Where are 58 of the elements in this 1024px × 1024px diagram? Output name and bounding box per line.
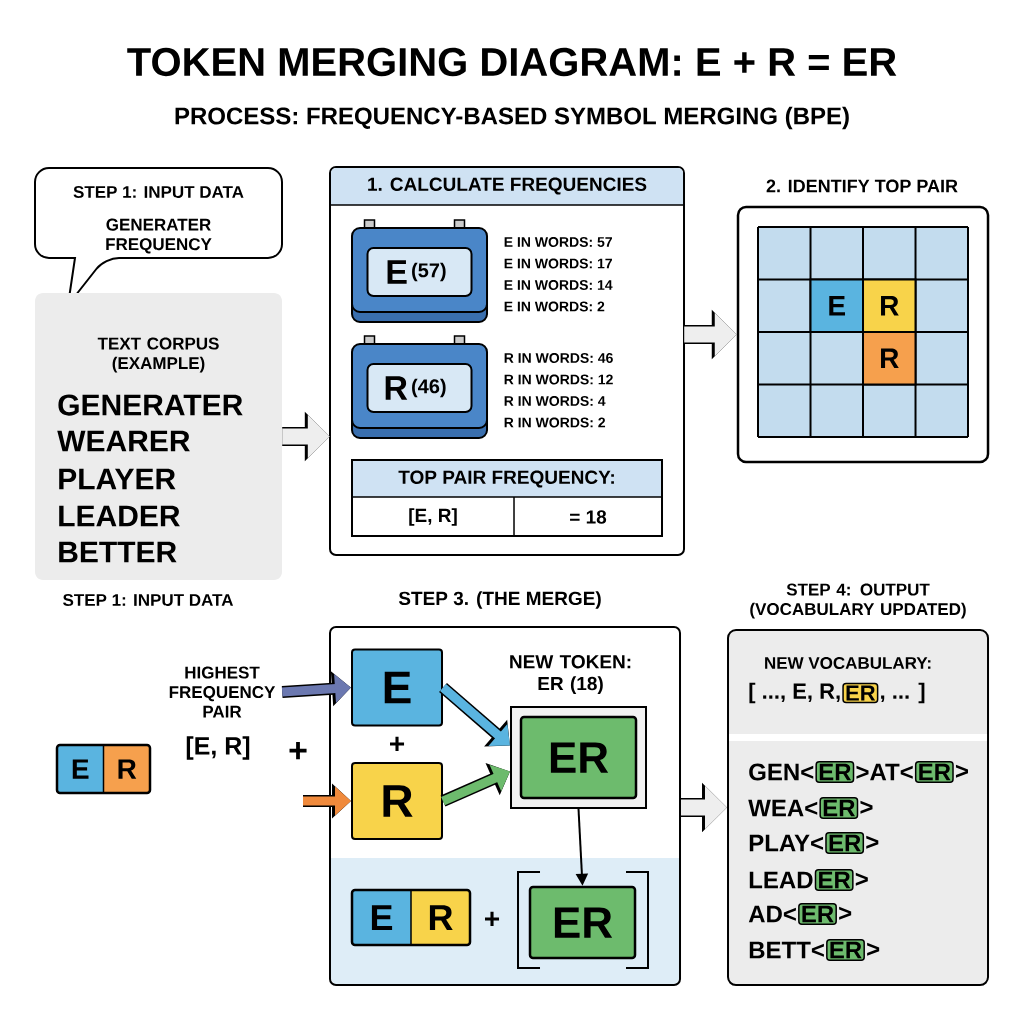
node-label: 2. IDENTIFY TOP PAIR — [766, 179, 958, 193]
node-label: E IN WORDS: 17 — [504, 258, 612, 269]
token-highlight: ER — [826, 939, 865, 961]
node-label: STEP 4: OUTPUT (VOCABULARY UPDATED) — [750, 583, 966, 619]
speech-bubble: STEP 1: INPUT DATA GENERATER FREQUENCY — [34, 167, 283, 306]
title: TOKEN MERGING DIAGRAM: E + R = ER — [127, 47, 897, 77]
node-label: R IN WORDS: 46 — [504, 353, 613, 363]
word-part: BETT< — [749, 941, 824, 959]
word-part: >AT< — [856, 763, 913, 781]
word-part: WEA< — [748, 799, 818, 817]
battery-card: E(57) E IN WORDS: 57 E IN WORDS: 17 E IN WORDS: 14 E IN WORDS: 2 — [351, 219, 613, 323]
token-box: NEW TOKEN: ER (18) ER — [510, 655, 647, 809]
plus-sign: + — [390, 736, 405, 751]
block-arrow — [440, 763, 510, 807]
token-highlight: ER — [815, 761, 855, 783]
token-highlight: ER — [825, 832, 865, 854]
plus-sign: + — [485, 911, 500, 927]
plus-sign: + — [289, 742, 307, 760]
battery-card: R(46) R IN WORDS: 46 R IN WORDS: 12 R IN WORDS: 4 R IN WORDS: 2 — [351, 335, 613, 439]
node-label: R IN WORDS: 2 — [504, 417, 606, 428]
letter-box: E — [351, 648, 443, 727]
node-label: E IN WORDS: 2 — [504, 301, 605, 312]
word-part: > — [860, 800, 873, 814]
node-label: E IN WORDS: 57 — [504, 237, 612, 247]
word-part: > — [855, 872, 868, 886]
word-part: PLAY< — [749, 834, 824, 852]
word-part: > — [866, 835, 879, 849]
subtitle: PROCESS: FREQUENCY-BASED SYMBOL MERGING (BPE) — [175, 106, 849, 130]
node-label: NEW TOKEN: ER (18) — [510, 654, 631, 695]
token-highlight: ER — [819, 797, 859, 819]
vocabulary-text: [ ..., E, R, — [749, 682, 840, 704]
bracketed-token: ER — [517, 871, 649, 969]
node-label: R IN WORDS: 12 — [504, 374, 613, 385]
word-part: > — [867, 942, 880, 956]
node-label: STEP 3. (THE MERGE) — [398, 591, 601, 609]
token-highlight: ER — [914, 761, 954, 783]
node-label: E IN WORDS: 14 — [504, 280, 613, 290]
word-part: AD< — [748, 905, 796, 923]
pair-label: HIGHEST FREQUENCY PAIR — [169, 666, 276, 718]
word-part: > — [839, 906, 852, 920]
letter-cell: R — [862, 331, 917, 386]
pair-text: [E, R] — [186, 736, 250, 760]
node-label: R IN WORDS: 4 — [504, 396, 606, 406]
token-tile: E R — [55, 743, 152, 795]
token-highlight: ER — [814, 869, 854, 891]
token-tile: E R — [350, 888, 472, 947]
token-highlight: ER — [798, 903, 837, 925]
block-arrow — [439, 682, 510, 747]
step-label: STEP 1: INPUT DATA — [63, 594, 234, 607]
word-part: LEAD — [749, 871, 813, 889]
vocabulary-text: , ... ] — [881, 682, 925, 704]
letter-cell: E — [809, 278, 864, 333]
letter-cell: R — [862, 278, 917, 333]
frequency-table: TOP PAIR FREQUENCY: [E, R] = 18 — [351, 459, 663, 537]
letter-box: R — [351, 762, 443, 840]
word-part: GEN< — [749, 763, 814, 781]
token-highlight: ER — [842, 682, 879, 704]
corpus-panel: TEXT CORPUS (EXAMPLE) GENERATER WEARER PLAYER LEADER BETTER — [35, 293, 282, 580]
